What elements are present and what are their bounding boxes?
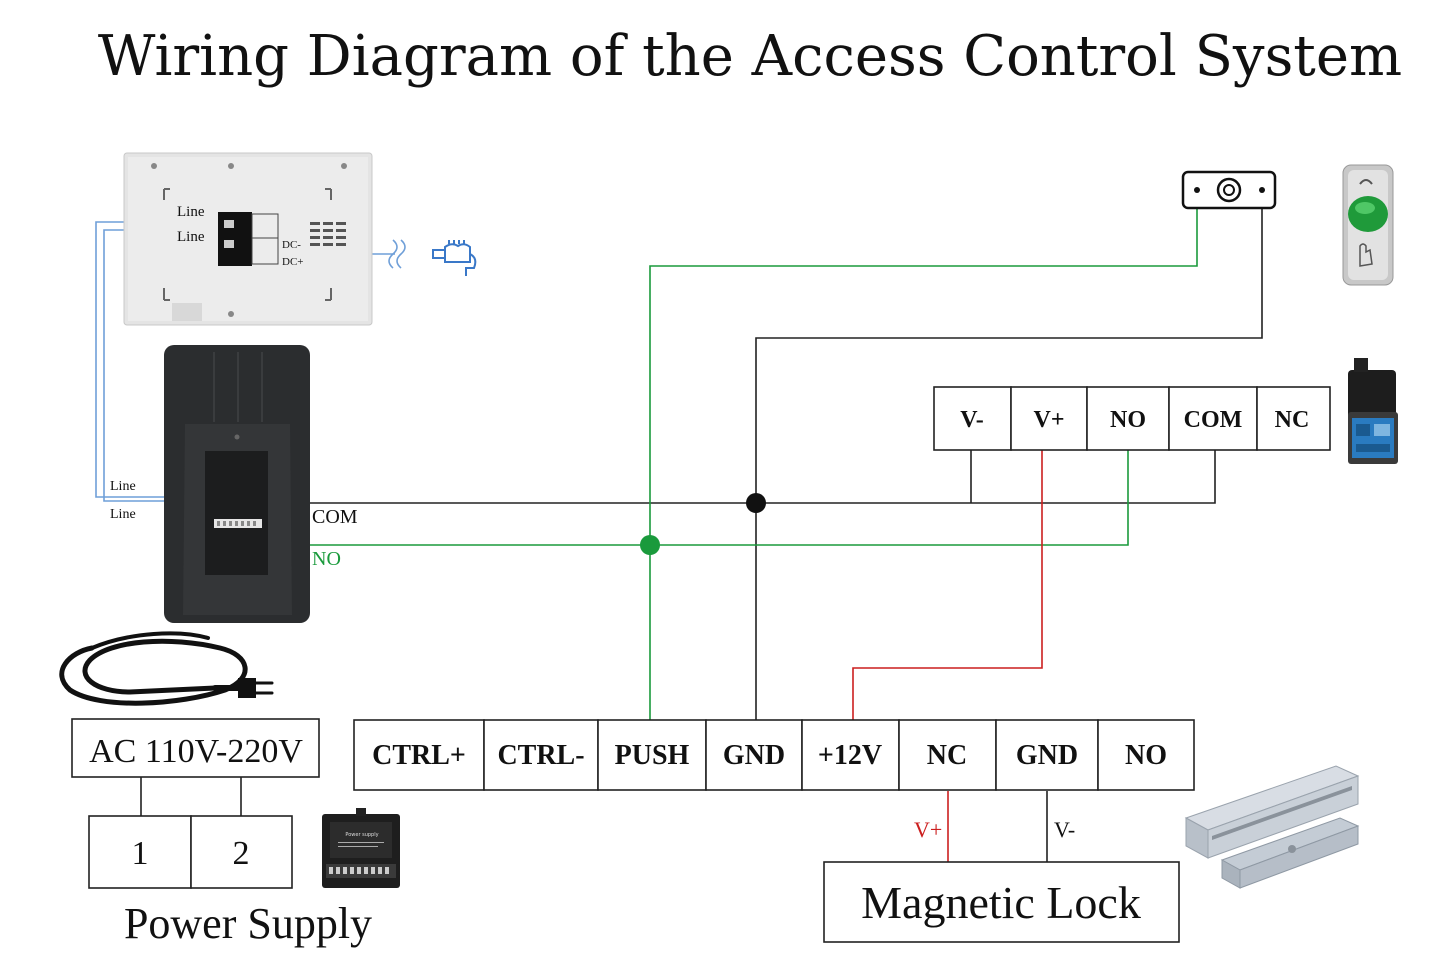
relay-label-nc: NC	[1275, 407, 1310, 433]
power-terminal-1-label: 1	[132, 835, 149, 872]
wire-break-symbol	[388, 239, 406, 269]
indoor-monitor: Line Line DC- DC+	[123, 152, 373, 326]
ctrl-label-no: NO	[1125, 740, 1167, 771]
relay-label-vplus: V+	[1033, 407, 1064, 433]
push-exit-wire	[649, 190, 1198, 720]
ac-terminal-wires	[140, 777, 242, 816]
door-com-label: COM	[312, 506, 358, 528]
door-line-label-2: Line	[110, 507, 136, 522]
ctrl-label-gnd: GND	[723, 740, 785, 771]
power-cord-icon	[59, 631, 274, 706]
relay-terminal-block: V- V+ NO COM NC	[933, 386, 1331, 451]
power-terminal-2-label: 2	[233, 835, 250, 872]
relay-terminal-vplus	[1010, 386, 1088, 451]
relay-terminal-nc	[1256, 386, 1331, 451]
lock-vplus-label: V+	[914, 817, 942, 842]
relay-label-com: COM	[1184, 407, 1243, 433]
power-supply-device-icon: Power supply	[322, 808, 400, 888]
ctrl-terminal-ctrl-minus	[483, 719, 599, 791]
magnetic-lock-label: Magnetic Lock	[861, 877, 1141, 928]
ac-input-box	[71, 718, 320, 778]
power-device-text: Power supply	[345, 832, 378, 838]
power-terminal-2	[190, 815, 293, 889]
power-supply-block: AC 110V-220V 1 2 Power Supply	[71, 718, 372, 948]
ac-input-label: AC 110V-220V	[89, 733, 303, 770]
com-junction-dot	[746, 493, 766, 513]
ctrl-terminal-12v	[801, 719, 900, 791]
monitor-line-label-1: Line	[177, 204, 205, 220]
outdoor-door-station: Line Line COM NO	[110, 345, 358, 623]
power-supply-caption: Power Supply	[124, 899, 372, 948]
ctrl-terminal-ctrl-plus	[353, 719, 485, 791]
no-junction-dot	[640, 535, 660, 555]
no-bus-wire	[236, 450, 1129, 546]
ctrl-label-12v: +12V	[818, 740, 882, 771]
ctrl-label-gnd-2: GND	[1016, 740, 1078, 771]
relay-label-vminus: V-	[960, 407, 984, 433]
com-bus-wire	[251, 450, 1216, 521]
power-adapter-icon	[432, 240, 477, 276]
ctrl-terminal-gnd-2	[995, 719, 1099, 791]
power-terminal-1	[88, 815, 192, 889]
exit-button-icon	[1342, 164, 1394, 286]
door-line-label-1: Line	[110, 479, 136, 494]
magnetic-lock-block: V+ V- Magnetic Lock	[823, 817, 1180, 943]
ctrl-terminal-gnd	[705, 719, 803, 791]
monitor-line-label-2: Line	[177, 229, 205, 245]
relay-label-no: NO	[1110, 407, 1146, 433]
gnd-exit-wire	[755, 190, 1263, 720]
relay-terminal-com	[1168, 386, 1258, 451]
door-no-label: NO	[312, 548, 341, 570]
diagram-title: Wiring Diagram of the Access Control Sys…	[98, 24, 1402, 89]
ctrl-label-ctrl-plus: CTRL+	[372, 740, 466, 771]
exit-button-bar	[1181, 170, 1277, 210]
monitor-dc-minus-label: DC-	[282, 239, 301, 251]
ctrl-terminal-push	[597, 719, 707, 791]
power-relay-wire	[852, 450, 1043, 720]
monitor-connector	[218, 212, 252, 266]
ctrl-label-ctrl-minus: CTRL-	[497, 740, 584, 771]
magnetic-lock-box	[823, 861, 1180, 943]
ctrl-terminal-no	[1097, 719, 1195, 791]
relay-terminal-no	[1086, 386, 1170, 451]
ctrl-label-push: PUSH	[615, 740, 690, 771]
magnetic-lock-icon	[1184, 765, 1360, 889]
wireless-relay-module-icon	[1348, 358, 1398, 464]
controller-terminal-block: CTRL+ CTRL- PUSH GND +12V NC GND NO	[353, 719, 1195, 791]
monitor-dc-plus-label: DC+	[282, 256, 303, 268]
lock-vminus-label: V-	[1054, 817, 1075, 842]
ctrl-label-nc: NC	[927, 740, 967, 771]
